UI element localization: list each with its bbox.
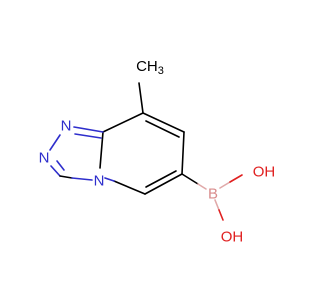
nitrogen-n2-label: N [39, 150, 50, 167]
bond-c8-c7 [142, 112, 185, 133]
bond-n2-c3-double [56, 160, 65, 171]
bonds [49, 82, 243, 221]
bond-b-o1-o [229, 174, 243, 183]
bond-c6-c5 [144, 173, 183, 195]
bond-c6-c5-double [145, 170, 177, 188]
bond-b-o2-o [218, 209, 224, 221]
hydroxyl-1-label: OH [253, 164, 276, 181]
bond-b-o1 [219, 181, 231, 189]
boron-label: B [208, 186, 218, 203]
bond-c8-c8a [102, 112, 144, 133]
bond-c7-c6 [181, 131, 185, 175]
methyl-label: CH3 [136, 58, 164, 78]
bond-c8-c7-double [145, 120, 180, 138]
bond-c3-n4 [59, 175, 73, 179]
structure-canvas: CH3 N N N B OH OH [38, 57, 276, 246]
bond-c8a-n4 [99, 131, 104, 169]
bond-c5-n4-n [104, 177, 115, 182]
bond-b-o2 [214, 199, 220, 211]
bond-n1-n2 [49, 134, 61, 151]
bond-c8a-n1-double [74, 133, 102, 139]
hydroxyl-2-label: OH [221, 229, 244, 246]
nitrogen-n4-label: N [94, 173, 105, 190]
atom-labels: CH3 N N N B OH OH [39, 58, 276, 246]
bond-c3-n4-n [71, 177, 93, 181]
bond-c5-n4 [113, 180, 146, 195]
bond-methyl [138, 82, 144, 114]
bond-c6-b [181, 173, 199, 185]
bond-c8a-n1 [73, 126, 104, 133]
molecule-diagram: CH3 N N N B OH OH [39, 58, 276, 246]
bond-n2-c3 [50, 165, 61, 177]
bond-c6-b-b [197, 183, 207, 190]
nitrogen-n1-label: N [61, 118, 72, 135]
